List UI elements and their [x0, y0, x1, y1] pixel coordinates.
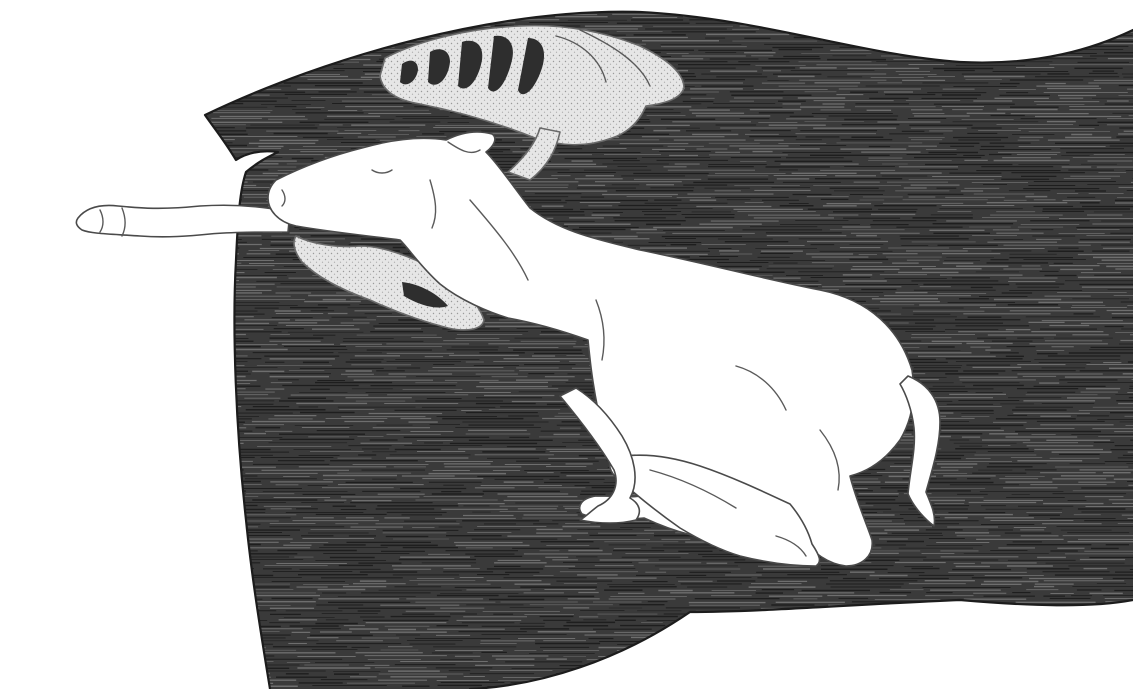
- foal-foreleg: [76, 205, 290, 237]
